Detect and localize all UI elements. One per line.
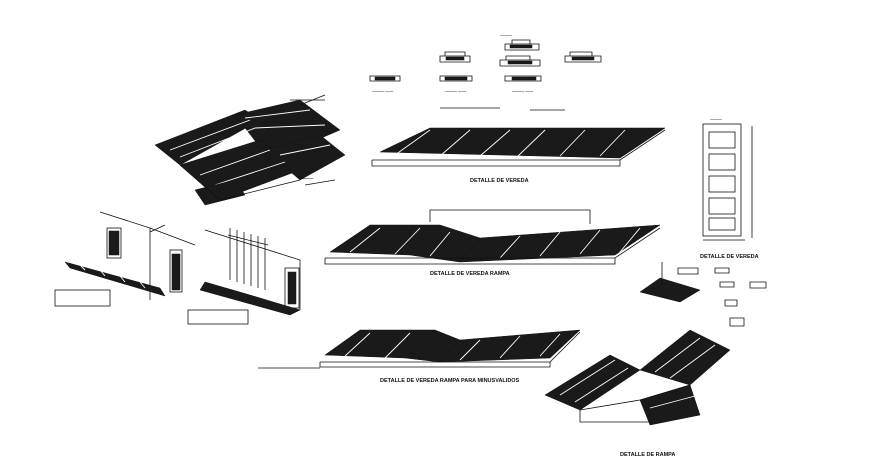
svg-text:——— ——: ——— —— xyxy=(372,88,393,93)
caption-sidewalk-ramp: DETALLE DE VEREDA RAMPA xyxy=(430,271,510,277)
svg-text:———: ——— xyxy=(300,176,314,181)
isometric-ramp-bottom-right: DETALLE DE RAMPA xyxy=(544,329,731,458)
svg-text:———: ——— xyxy=(710,116,722,121)
wall-section-right: ——— xyxy=(702,116,753,241)
svg-text:——— ——: ——— —— xyxy=(445,88,466,93)
small-section-details: ——— ——— —— ——— —— ——— —— xyxy=(369,32,602,93)
building-elevation-left xyxy=(54,211,196,307)
sidewalk-ramp-middle: DETALLE DE VEREDA RAMPA xyxy=(324,209,661,277)
svg-text:———: ——— xyxy=(500,32,512,37)
building-elevation-railing xyxy=(187,228,301,325)
svg-text:——— ——: ——— —— xyxy=(512,88,533,93)
caption-sidewalk-ramp-disabled: DETALLE DE VEREDA RAMPA PARA MINUSVALIDO… xyxy=(380,378,520,384)
sidewalk-detail-top: DETALLE DE VEREDA xyxy=(371,107,666,184)
caption-sidewalk-detail-2: DETALLE DE VEREDA xyxy=(700,254,759,260)
caption-sidewalk-detail: DETALLE DE VEREDA xyxy=(470,178,529,184)
caption-ramp-detail: DETALLE DE RAMPA xyxy=(620,452,675,458)
sidewalk-ramp-disabled: DETALLE DE VEREDA RAMPA PARA MINUSVALIDO… xyxy=(258,329,581,384)
sidewalk-detail-small: DETALLE DE VEREDA xyxy=(639,254,767,327)
isometric-ramp-top-left: ——— xyxy=(154,94,346,206)
